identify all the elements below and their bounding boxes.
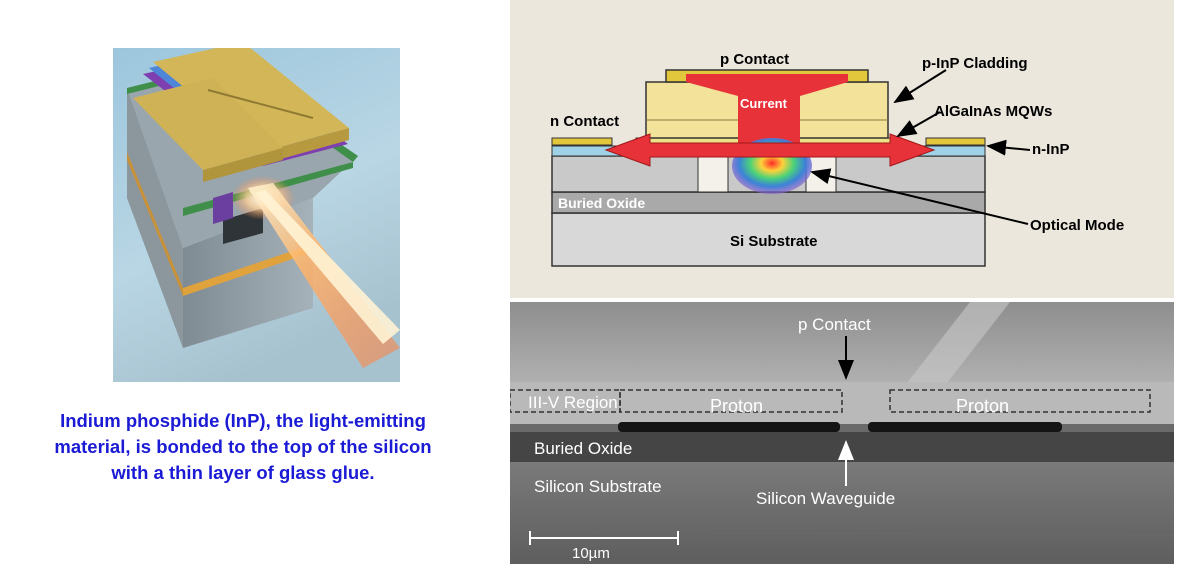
- caption-line-1: Indium phosphide (InP), the light-emitti…: [60, 410, 426, 431]
- sem-micrograph: p Contact III-V Region Proton Proton Bur…: [510, 302, 1174, 564]
- scale-bar-label: 10µm: [572, 545, 610, 562]
- label-n-inp: n-InP: [1032, 141, 1070, 158]
- label-optical-mode: Optical Mode: [1030, 217, 1124, 234]
- sem-label-silicon-substrate: Silicon Substrate: [534, 477, 662, 496]
- laser-render-illustration: [113, 48, 400, 382]
- sem-image: p Contact III-V Region Proton Proton Bur…: [510, 302, 1174, 564]
- hybrid-laser-render: [113, 48, 400, 382]
- label-buried-oxide: Buried Oxide: [558, 195, 645, 211]
- sem-label-p-contact: p Contact: [798, 315, 871, 334]
- label-current: Current: [740, 96, 788, 111]
- sem-label-proton-right: Proton: [956, 396, 1009, 416]
- sem-label-iii-v-region: III-V Region: [528, 393, 618, 412]
- label-p-contact: p Contact: [720, 51, 789, 68]
- sem-label-proton-left: Proton: [710, 396, 763, 416]
- sem-label-silicon-waveguide: Silicon Waveguide: [756, 489, 895, 508]
- label-n-contact: n Contact: [550, 113, 619, 130]
- sem-label-buried-oxide: Buried Oxide: [534, 439, 632, 458]
- label-si-substrate: Si Substrate: [730, 233, 818, 250]
- caption: Indium phosphide (InP), the light-emitti…: [0, 408, 486, 486]
- caption-line-3: with a thin layer of glass glue.: [111, 462, 375, 483]
- caption-line-2: material, is bonded to the top of the si…: [54, 436, 432, 457]
- label-algainas-mqws: AlGaInAs MQWs: [934, 103, 1052, 120]
- schematic-diagram: p Contact p-InP Cladding Current AlGaInA…: [550, 51, 1124, 267]
- cross-section-schematic: p Contact p-InP Cladding Current AlGaInA…: [510, 0, 1174, 298]
- label-p-inp-cladding: p-InP Cladding: [922, 55, 1028, 72]
